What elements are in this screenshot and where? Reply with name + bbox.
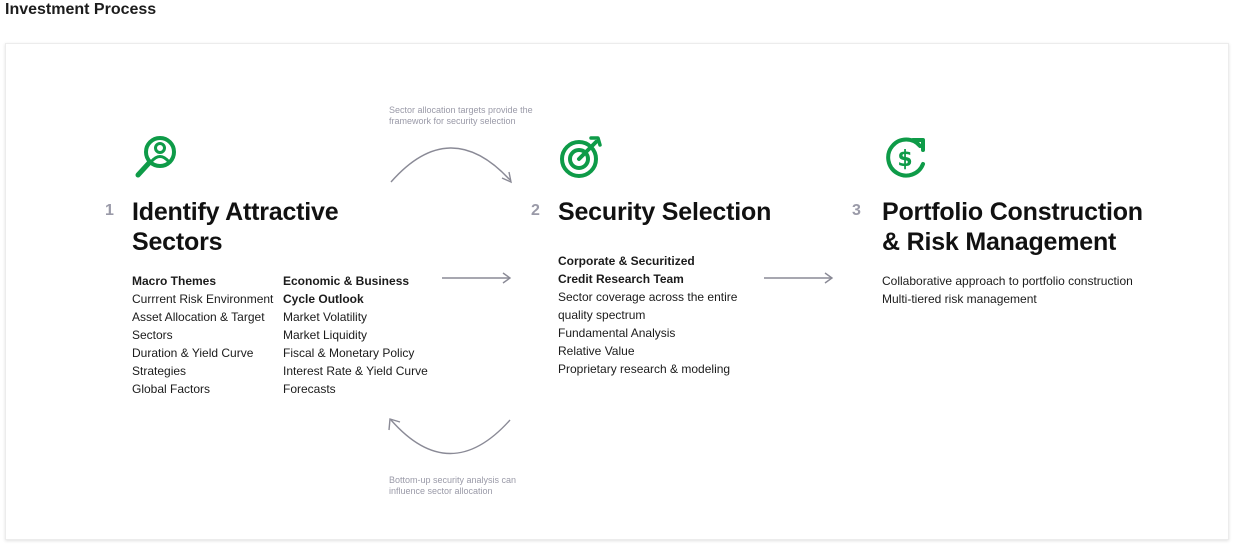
list-item: Asset Allocation & Target bbox=[132, 310, 265, 324]
step-title: Identify Attractive Sectors bbox=[132, 197, 339, 257]
column-heading: Economic & Business bbox=[283, 274, 410, 288]
top-note-line: Sector allocation targets provide the bbox=[389, 105, 533, 115]
list-item: Forecasts bbox=[283, 382, 336, 396]
list-item: Relative Value bbox=[558, 344, 635, 358]
arrow-right-icon bbox=[764, 272, 834, 284]
list-item: Global Factors bbox=[132, 382, 211, 396]
step-number: 3 bbox=[852, 202, 861, 219]
bottom-note-line: Bottom-up security analysis can bbox=[389, 475, 517, 485]
step-column: Corporate & Securitized Credit Research … bbox=[558, 252, 737, 378]
column-heading: Cycle Outlook bbox=[283, 292, 364, 306]
list-item: Market Volatility bbox=[283, 310, 368, 324]
list-item: Strategies bbox=[132, 364, 187, 378]
step-title-line: Identify Attractive bbox=[132, 198, 339, 226]
list-item: Currrent Risk Environment bbox=[132, 292, 274, 306]
bottom-note: Bottom-up security analysis can influenc… bbox=[389, 475, 516, 497]
process-card bbox=[5, 43, 1229, 540]
step-number: 2 bbox=[531, 202, 540, 219]
step-column: Collaborative approach to portfolio cons… bbox=[882, 272, 1133, 308]
bottom-note-line: influence sector allocation bbox=[389, 486, 493, 496]
column-heading: Corporate & Securitized bbox=[558, 254, 695, 268]
curved-arrow-forward-icon bbox=[390, 147, 512, 184]
list-item: Proprietary research & modeling bbox=[558, 362, 731, 376]
list-item: Multi-tiered risk management bbox=[882, 292, 1037, 306]
magnifier-person-icon bbox=[133, 134, 181, 182]
step-title-line: Portfolio Construction bbox=[882, 198, 1143, 226]
top-note: Sector allocation targets provide the fr… bbox=[389, 105, 533, 127]
page-title: Investment Process bbox=[5, 1, 157, 18]
list-item: Interest Rate & Yield Curve bbox=[283, 364, 428, 378]
dollar-refresh-icon: $ bbox=[883, 134, 931, 182]
column-heading: Macro Themes bbox=[132, 274, 217, 288]
list-item: Fundamental Analysis bbox=[558, 326, 676, 340]
list-item: Market Liquidity bbox=[283, 328, 368, 342]
column-heading: Credit Research Team bbox=[558, 272, 684, 286]
target-arrow-icon bbox=[558, 134, 606, 182]
step-title-line: Security Selection bbox=[558, 198, 772, 226]
curved-arrow-back-icon bbox=[388, 418, 511, 455]
top-note-line: framework for security selection bbox=[389, 116, 516, 126]
step-title: Portfolio Construction & Risk Management bbox=[882, 197, 1143, 257]
svg-text:$: $ bbox=[897, 147, 912, 172]
list-item: Sector coverage across the entire bbox=[558, 290, 738, 304]
step-column: Economic & Business Cycle Outlook Market… bbox=[283, 272, 428, 398]
list-item: Sectors bbox=[132, 328, 173, 342]
list-item: Fiscal & Monetary Policy bbox=[283, 346, 415, 360]
step-title-line: & Risk Management bbox=[882, 228, 1117, 256]
step-column: Macro Themes Currrent Risk Environment A… bbox=[132, 272, 273, 398]
arrow-right-icon bbox=[442, 272, 512, 284]
step-title-line: Sectors bbox=[132, 228, 223, 256]
step-number: 1 bbox=[105, 202, 114, 219]
list-item: Collaborative approach to portfolio cons… bbox=[882, 274, 1133, 288]
step-title: Security Selection bbox=[558, 197, 771, 227]
list-item: Duration & Yield Curve bbox=[132, 346, 254, 360]
list-item: quality spectrum bbox=[558, 308, 646, 322]
